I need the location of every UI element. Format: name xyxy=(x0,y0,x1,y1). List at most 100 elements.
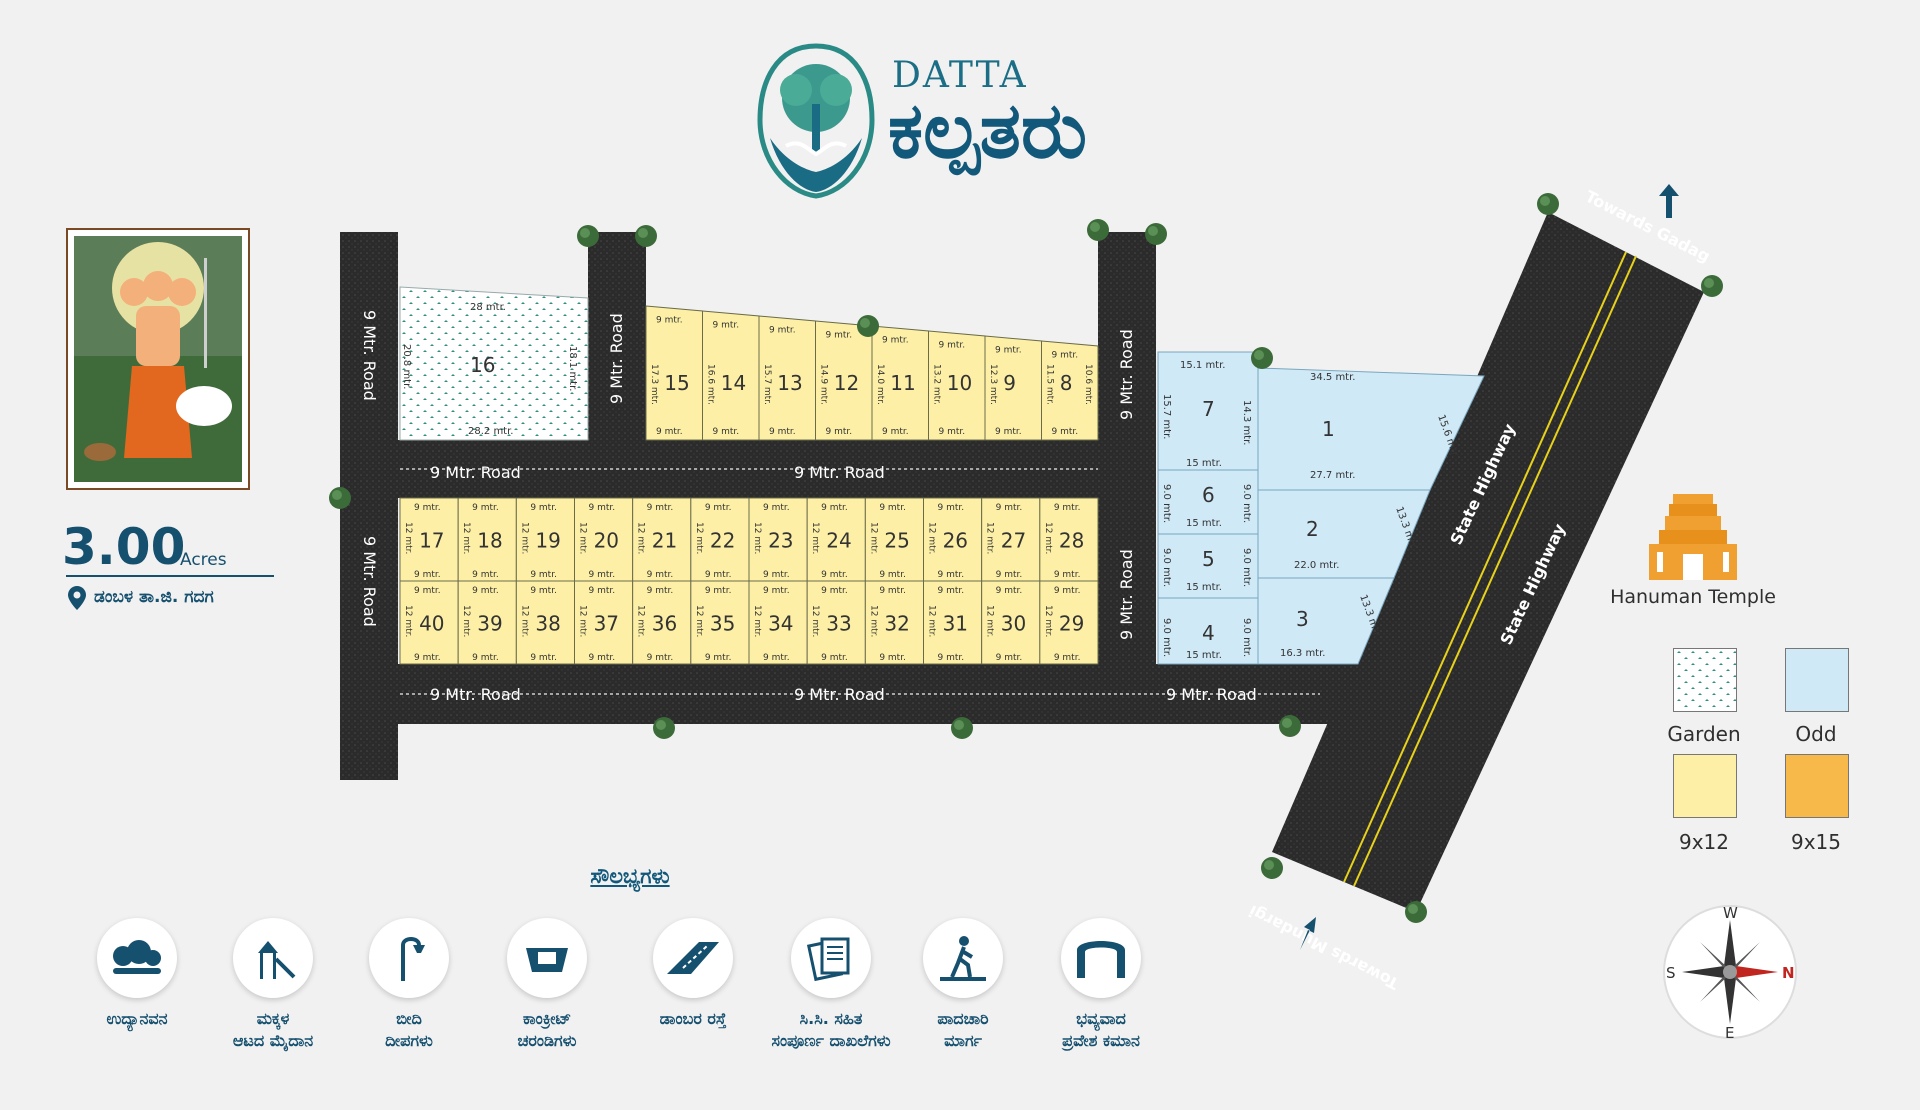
plot-depth: 12.3 mtr. xyxy=(988,364,998,405)
plot-number: 40 xyxy=(419,612,444,636)
plot-depth: 12 mtr. xyxy=(461,522,471,554)
plot-31[interactable]: 319 mtr.9 mtr.12 mtr. xyxy=(923,580,983,665)
plot-14[interactable]: 149 mtr.9 mtr.16.6 mtr. xyxy=(702,310,760,441)
plot-7[interactable] xyxy=(1157,351,1259,471)
plot-18[interactable]: 189 mtr.9 mtr.12 mtr. xyxy=(457,497,517,582)
amenities-title: ಸೌಲಭ್ಯಗಳು xyxy=(590,864,670,888)
road-label-top-vertical: 9 Mtr. Road xyxy=(607,313,626,404)
plot-24[interactable]: 249 mtr.9 mtr.12 mtr. xyxy=(806,497,866,582)
plot-3[interactable] xyxy=(1257,577,1395,665)
towards-mundargi-label: Towards Mundargi xyxy=(1246,901,1402,993)
arrow-up-icon xyxy=(1659,184,1679,218)
plot-number: 33 xyxy=(826,612,851,636)
plot-32[interactable]: 329 mtr.9 mtr.12 mtr. xyxy=(864,580,924,665)
plot-7-left: 15.7 mtr. xyxy=(1161,394,1172,439)
tree-highlight xyxy=(656,720,666,730)
plot-21[interactable]: 219 mtr.9 mtr.12 mtr. xyxy=(632,497,692,582)
plot-number: 8 xyxy=(1060,371,1073,395)
plot-number: 29 xyxy=(1059,612,1084,636)
compass-bottom: E xyxy=(1725,1024,1734,1042)
plot-width-top: 9 mtr. xyxy=(882,336,909,346)
plot-20[interactable]: 209 mtr.9 mtr.12 mtr. xyxy=(574,497,634,582)
plot-39[interactable]: 399 mtr.9 mtr.12 mtr. xyxy=(457,580,517,665)
plot-width-top: 9 mtr. xyxy=(589,586,616,596)
plot-9[interactable]: 99 mtr.9 mtr.12.3 mtr. xyxy=(984,335,1042,441)
plot-4-right: 9.0 mtr. xyxy=(1241,618,1252,657)
tree-highlight xyxy=(1408,904,1418,914)
plot-34[interactable]: 349 mtr.9 mtr.12 mtr. xyxy=(748,580,808,665)
plot-23[interactable]: 239 mtr.9 mtr.12 mtr. xyxy=(748,497,808,582)
plot-width-top: 9 mtr. xyxy=(472,503,499,513)
plot-depth: 12 mtr. xyxy=(461,605,471,637)
plot-11[interactable]: 119 mtr.9 mtr.14.0 mtr. xyxy=(871,325,929,441)
plot-27[interactable]: 279 mtr.9 mtr.12 mtr. xyxy=(981,497,1041,582)
plot-depth: 12 mtr. xyxy=(1043,605,1053,637)
site-area-unit: Acres xyxy=(180,550,227,570)
plot-5[interactable] xyxy=(1157,533,1259,599)
plot-29[interactable]: 299 mtr.9 mtr.12 mtr. xyxy=(1039,580,1099,665)
plot-number: 15 xyxy=(664,371,689,395)
plot-width-bottom: 9 mtr. xyxy=(705,653,732,663)
plot-28[interactable]: 289 mtr.9 mtr.12 mtr. xyxy=(1039,497,1099,582)
plot-26[interactable]: 269 mtr.9 mtr.12 mtr. xyxy=(923,497,983,582)
plot-10[interactable]: 109 mtr.9 mtr.13.2 mtr. xyxy=(928,330,986,441)
plot-number: 20 xyxy=(594,529,619,553)
amenity-item: ಪಾದಚಾರಿ ಮಾರ್ಗ xyxy=(888,918,1038,1051)
plot-33[interactable]: 339 mtr.9 mtr.12 mtr. xyxy=(806,580,866,665)
amenity-label: ಕಾಂಕ್ರೀಟ್ ಚರಂಡಿಗಳು xyxy=(517,1009,577,1050)
plot-2-number: 2 xyxy=(1306,517,1319,541)
plot-13[interactable]: 139 mtr.9 mtr.15.7 mtr. xyxy=(758,315,816,441)
brand-logo-icon xyxy=(757,43,875,199)
plot-depth: 12 mtr. xyxy=(519,605,529,637)
amenity-label: ಪಾದಚಾರಿ ಮಾರ್ಗ xyxy=(937,1009,989,1050)
plot-width-top: 9 mtr. xyxy=(589,503,616,513)
legend-label-odd: Odd xyxy=(1795,722,1837,746)
brand-name-kannada: ಕಲ್ಪತರು xyxy=(888,86,1088,176)
plot-width-bottom: 9 mtr. xyxy=(414,570,441,580)
plot-36[interactable]: 369 mtr.9 mtr.12 mtr. xyxy=(632,580,692,665)
plot-width-top: 9 mtr. xyxy=(996,586,1023,596)
plot-22[interactable]: 229 mtr.9 mtr.12 mtr. xyxy=(690,497,750,582)
arrow-down-icon xyxy=(1300,917,1316,950)
location-pin-icon xyxy=(68,586,86,610)
plot-width-top: 9 mtr. xyxy=(763,586,790,596)
plot-number: 23 xyxy=(768,529,793,553)
plot-8[interactable]: 89 mtr.9 mtr.11.5 mtr.10.6 mtr. xyxy=(1041,340,1099,441)
plot-depth: 12 mtr. xyxy=(810,522,820,554)
plot-width-bottom: 9 mtr. xyxy=(589,653,616,663)
plot-25[interactable]: 259 mtr.9 mtr.12 mtr. xyxy=(864,497,924,582)
legend-label-9x15: 9x15 xyxy=(1790,830,1841,854)
plot-depth: 16.6 mtr. xyxy=(706,364,716,405)
legend-label-9x12: 9x12 xyxy=(1678,830,1729,854)
plot-width-bottom: 9 mtr. xyxy=(821,570,848,580)
garden-plot-16[interactable] xyxy=(399,286,589,441)
playground-icon xyxy=(233,918,313,998)
plot-width-bottom: 9 mtr. xyxy=(1054,570,1081,580)
plot-19[interactable]: 199 mtr.9 mtr.12 mtr. xyxy=(515,497,575,582)
plot-number: 36 xyxy=(652,612,677,636)
plot-35[interactable]: 359 mtr.9 mtr.12 mtr. xyxy=(690,580,750,665)
plot-6[interactable] xyxy=(1157,469,1259,535)
plot-30[interactable]: 309 mtr.9 mtr.12 mtr. xyxy=(981,580,1041,665)
plot-37[interactable]: 379 mtr.9 mtr.12 mtr. xyxy=(574,580,634,665)
plot-width-bottom: 9 mtr. xyxy=(769,427,796,437)
plot-width-bottom: 9 mtr. xyxy=(939,427,966,437)
plot-7-number: 7 xyxy=(1202,397,1215,421)
plot-4-bottom: 15 mtr. xyxy=(1186,650,1222,661)
plot-4-left: 9.0 mtr. xyxy=(1161,618,1172,657)
grid-plots: 179 mtr.9 mtr.12 mtr.189 mtr.9 mtr.12 mt… xyxy=(399,497,1099,665)
plot-12[interactable]: 129 mtr.9 mtr.14.9 mtr. xyxy=(815,320,873,441)
plot-40[interactable]: 409 mtr.9 mtr.12 mtr. xyxy=(399,580,459,665)
plot-15[interactable]: 159 mtr.9 mtr.17.3 mtr. xyxy=(645,305,703,441)
plot-17[interactable]: 179 mtr.9 mtr.12 mtr. xyxy=(399,497,459,582)
plot-width-top: 9 mtr. xyxy=(530,586,557,596)
plot-7-bottom: 15 mtr. xyxy=(1186,458,1222,469)
plot-7-right: 14.3 mtr. xyxy=(1241,400,1252,445)
documents-icon xyxy=(791,918,871,998)
road-label-left-bottom: 9 Mtr. Road xyxy=(360,536,379,627)
plot-depth-right: 10.6 mtr. xyxy=(1083,364,1093,405)
plot-width-bottom: 9 mtr. xyxy=(821,653,848,663)
plot-38[interactable]: 389 mtr.9 mtr.12 mtr. xyxy=(515,580,575,665)
legend-label-garden: Garden xyxy=(1667,722,1741,746)
plot-number: 27 xyxy=(1001,529,1026,553)
